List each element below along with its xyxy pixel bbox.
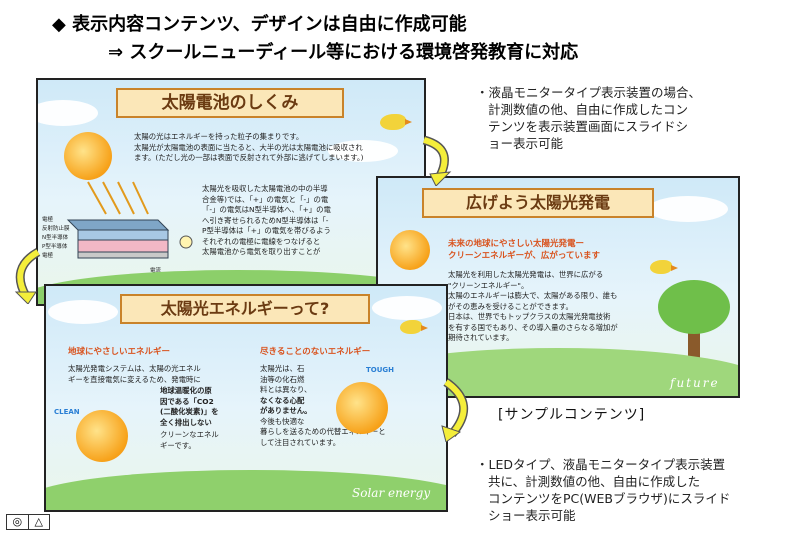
slide1-intro: 太陽の光はエネルギーを持った粒子の集まりです。 太陽光が太陽電池の表面に当たると…: [134, 132, 364, 162]
sample-contents-label: [サンプルコンテンツ]: [498, 407, 646, 423]
slide3-title: 太陽光エネルギーって?: [120, 294, 370, 324]
diagram-labels: 電極 反射防止膜 N型半導体 P型半導体 電極: [42, 217, 70, 259]
slide2-subtitle: 未来の地球にやさしい太陽光発電ー クリーンエネルギーが、広がっています: [448, 239, 600, 261]
slide-nav[interactable]: ◎ △: [6, 514, 50, 530]
slide3-script: Solar energy: [352, 486, 431, 500]
note-top: ・液晶モニタータイプ表示装置の場合、 計測数値の他、自由に作成したコン テンツを…: [476, 85, 702, 151]
bird-icon: [400, 320, 428, 334]
sun-icon: [390, 230, 430, 270]
tough-sun-icon: [336, 382, 388, 434]
tough-label: TOUGH: [366, 366, 395, 374]
clean-label: CLEAN: [54, 408, 80, 416]
left-body-highlight: 地球温暖化の原 因である「CO2 (二酸化炭素)」を 全く排出しない: [160, 386, 219, 427]
bird-icon: [650, 260, 678, 274]
right-body: 太陽光は、石 油等の化石燃 料とは異なり、 なくなる心配 がありません。 今後も…: [260, 364, 386, 447]
curved-arrow-right: [422, 136, 452, 186]
slide1-title: 太陽電池のしくみ: [116, 88, 344, 118]
clean-sun-icon: [76, 410, 128, 462]
slide2-title: 広げよう太陽光発電: [422, 188, 654, 218]
current-label: 電流: [150, 268, 162, 274]
header-line-1: ◆ 表示内容コンテンツ、デザインは自由に作成可能: [52, 14, 467, 35]
tree-icon: [654, 280, 734, 360]
solar-cell-diagram: [66, 181, 193, 259]
bird-icon: [380, 114, 412, 130]
curved-arrow-bottom: [441, 378, 469, 442]
header-line-2: ⇒ スクールニューディール等における環境啓発教育に対応: [108, 42, 579, 63]
slide2-body: 太陽光を利用した太陽光発電は、世界に広がる "クリーンエネルギー"。 太陽のエネ…: [448, 270, 618, 342]
left-body-tail: クリーンなエネル ギーです。: [160, 430, 219, 450]
slide-what-is-solar-energy: 太陽光エネルギーって? 地球にやさしいエネルギー 尽きることのないエネルギー 太…: [44, 284, 448, 512]
slide-solar-cell-mechanism: 太陽電池のしくみ 太陽の光はエネルギーを持った粒子の集まりです。 太陽光が太陽電…: [36, 78, 426, 306]
curved-arrow-left: [14, 248, 41, 304]
sun-icon: [64, 132, 112, 180]
note-bottom: ・LEDタイプ、液晶モニタータイプ表示装置 共に、計測数値の他、自由に作成した …: [476, 457, 731, 523]
left-heading: 地球にやさしいエネルギー: [68, 347, 171, 357]
right-heading: 尽きることのないエネルギー: [260, 347, 371, 357]
left-body: 太陽光発電システムは、太陽の光エネル ギーを直接電気に変えるため、発電時に: [68, 364, 201, 384]
slide1-body: 太陽光を吸収した太陽電池の中の半導 合金等)では、「+」の電気と「-」の電 「-…: [202, 184, 331, 256]
nav-prev-button[interactable]: ◎: [7, 515, 29, 529]
slide2-script: future: [670, 376, 720, 390]
nav-next-button[interactable]: △: [34, 515, 43, 528]
